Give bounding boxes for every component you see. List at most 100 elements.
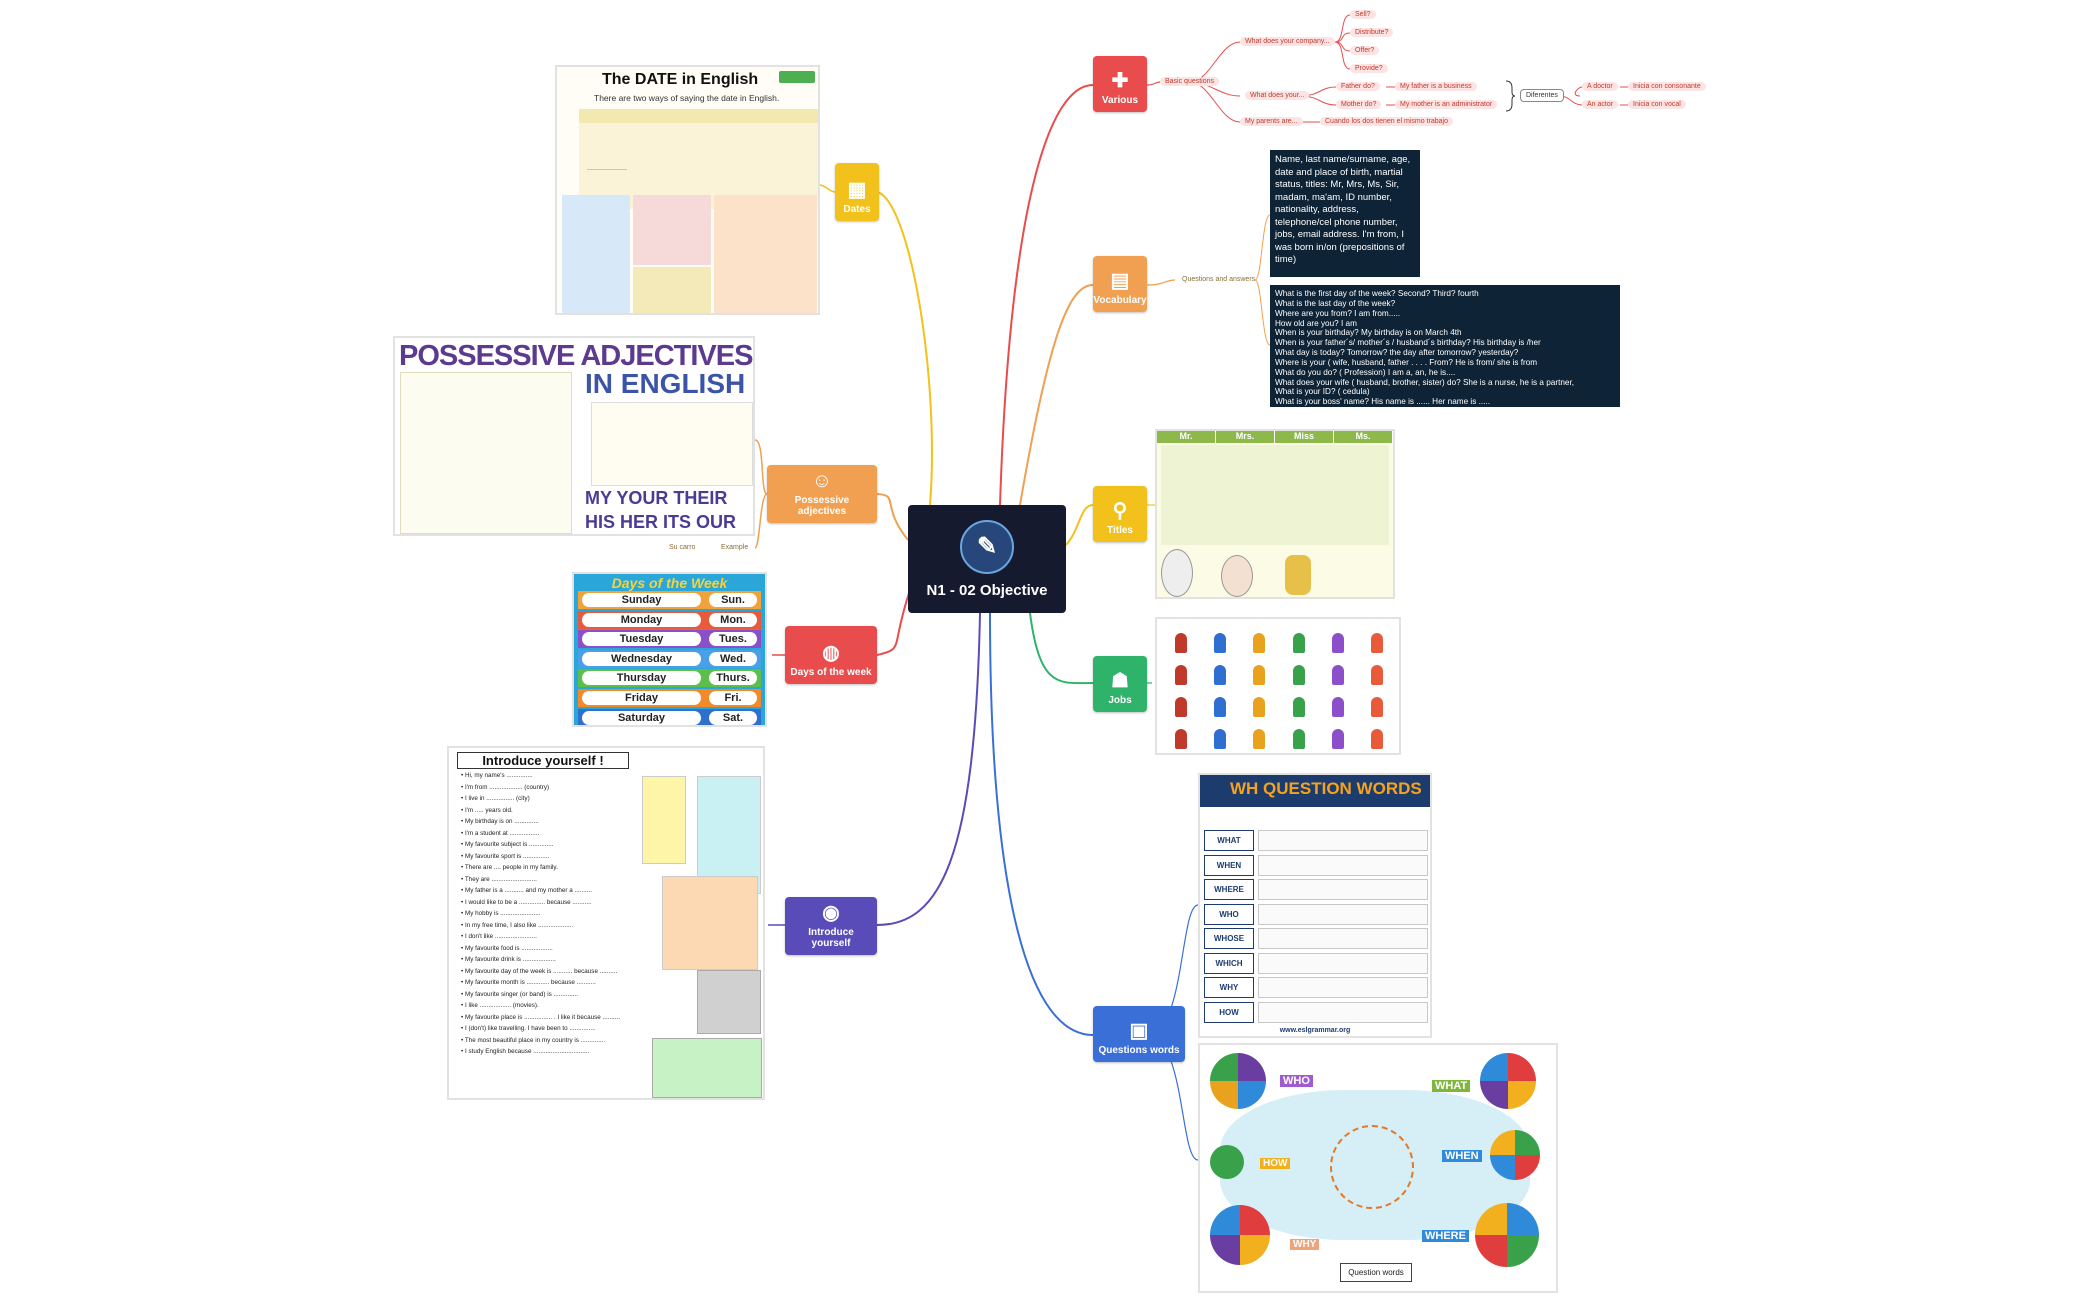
branch-dates[interactable]: ▦ Dates (835, 163, 879, 221)
job-illustration (1163, 657, 1198, 685)
vocabulary-line: Where is your ( wife, husband, father . … (1275, 357, 1538, 367)
job-illustration (1320, 689, 1355, 717)
intro-title: Introduce yourself ! (457, 752, 629, 769)
vocabulary-terms-box[interactable]: Name, last name/surname, age,date and pl… (1270, 150, 1420, 277)
mother-do-tag[interactable]: Mother do? (1336, 100, 1382, 109)
an-actor-tag[interactable]: An actor (1582, 100, 1619, 109)
vocabulary-line: was born in/on (prepositions of (1275, 241, 1405, 253)
differences-summary[interactable]: Diferentes (1520, 89, 1564, 102)
girl-cartoon (1285, 555, 1311, 595)
what-does-your-tag[interactable]: What does your... (1245, 91, 1310, 100)
introduce-yourself-image[interactable]: Introduce yourself ! • Hi, my name's ...… (447, 746, 765, 1100)
worker-icon: ☗ (1111, 670, 1129, 692)
vocabulary-line: Name, last name/surname, age, (1275, 154, 1411, 165)
basic-questions-tag[interactable]: Basic questions (1160, 77, 1220, 86)
person-figure-icon (1331, 697, 1344, 717)
mother-answer-tag[interactable]: My mother is an administrator (1395, 100, 1498, 109)
person-figure-icon (1174, 633, 1187, 653)
su-carro-label[interactable]: Su carro (669, 544, 696, 551)
intro-line: • My favourite food is .................… (461, 944, 553, 952)
vowel-tag[interactable]: Inicia con vocal (1628, 100, 1686, 109)
vocabulary-line: When is your birthday? My birthday is on… (1275, 328, 1462, 338)
intro-line: • My favourite singer (or band) is .....… (461, 990, 578, 998)
job-illustration (1360, 689, 1395, 717)
person-icon: ◉ (822, 902, 840, 924)
father-answer-tag[interactable]: My father is a business (1395, 82, 1477, 91)
a-doctor-tag[interactable]: A doctor (1582, 82, 1618, 91)
intro-line: • My favourite month is ............. be… (461, 979, 596, 986)
wh-row: WHICH (1204, 952, 1428, 974)
job-illustration (1281, 689, 1316, 717)
job-illustration (1242, 625, 1277, 653)
central-topic[interactable]: ✎ N1 - 02 Objective (908, 505, 1066, 613)
intro-line: • The most beautiful place in my country… (461, 1036, 606, 1044)
branch-days-of-the-week[interactable]: ◍ Days of the week (785, 626, 877, 684)
distribute-tag[interactable]: Distribute? (1350, 28, 1394, 37)
dates-image[interactable]: The DATE in English There are two ways o… (555, 65, 820, 315)
company-question-tag[interactable]: What does your company... (1240, 37, 1335, 46)
parents-note-tag[interactable]: Cuando los dos tienen el mismo trabajo (1320, 117, 1453, 126)
branch-possessive-adjectives[interactable]: ☺ Possessive adjectives (767, 465, 877, 523)
question-words-map-image[interactable]: WHO WHAT WHEN HOW WHY WHERE Question wor… (1198, 1043, 1558, 1293)
day-abbreviation: Fri. (709, 690, 757, 705)
wh-word: WHO (1204, 903, 1254, 925)
father-do-tag[interactable]: Father do? (1336, 82, 1380, 91)
branch-vocabulary[interactable]: ▤ Vocabulary (1093, 256, 1147, 312)
wh-word: WHOSE (1204, 928, 1254, 949)
map-center-circle (1330, 1125, 1414, 1209)
branch-jobs[interactable]: ☗ Jobs (1093, 656, 1147, 712)
example-label[interactable]: Example (721, 544, 749, 551)
day-abbreviation: Sun. (709, 593, 757, 607)
day-abbreviation: Tues. (709, 632, 757, 647)
person-figure-icon (1371, 697, 1384, 717)
people-icon: ☺ (811, 470, 833, 492)
person-figure-icon (1174, 729, 1187, 749)
vocabulary-line: How old are you? I am (1275, 318, 1357, 328)
globe-icon: ◍ (822, 642, 840, 664)
wh-word: WHERE (1204, 879, 1254, 900)
job-illustration (1242, 721, 1277, 749)
offer-tag[interactable]: Offer? (1350, 46, 1380, 55)
map-word-where: WHERE (1422, 1230, 1469, 1242)
person-figure-icon (1253, 665, 1266, 685)
who-wheel (1210, 1053, 1266, 1109)
intro-line: • My favourite sport is ............... (461, 852, 550, 860)
vocabulary-line: What is the first day of the week? Secon… (1275, 289, 1479, 298)
wh-description (1258, 854, 1428, 876)
wh-description (1258, 879, 1428, 900)
branch-introduce-yourself[interactable]: ◉ Introduce yourself (785, 897, 877, 955)
consonant-tag[interactable]: Inicia con consonante (1628, 82, 1706, 91)
questions-answers-label[interactable]: Questions and answers (1182, 276, 1256, 283)
wh-description (1258, 928, 1428, 949)
day-name: Sunday (582, 593, 701, 607)
intro-line: • My favourite place is ................… (461, 1013, 620, 1021)
provide-tag[interactable]: Provide? (1350, 64, 1388, 73)
parents-tag[interactable]: My parents are... (1240, 117, 1303, 126)
sell-tag[interactable]: Sell? (1350, 10, 1376, 19)
branch-questions-words[interactable]: ▣ Questions words (1093, 1006, 1185, 1062)
possessive-adjectives-image[interactable]: POSSESSIVE ADJECTIVES IN ENGLISH MY YOUR… (393, 336, 755, 536)
vocabulary-line: What is your boss' name? His name is ...… (1275, 397, 1490, 407)
branch-titles[interactable]: ⚲ Titles (1093, 486, 1147, 542)
branch-label: Various (1101, 95, 1139, 106)
vocabulary-questions-box[interactable]: What is the first day of the week? Secon… (1270, 285, 1620, 407)
dates-years-panel (714, 195, 817, 313)
school-subjects-panel (697, 776, 761, 894)
person-figure-icon (1371, 729, 1384, 749)
branch-various[interactable]: ✚ Various (1093, 56, 1147, 112)
branch-label: Vocabulary (1093, 295, 1147, 306)
job-illustration (1163, 721, 1198, 749)
wh-site: www.eslgrammar.org (1279, 1027, 1351, 1034)
job-illustration (1320, 625, 1355, 653)
vocabulary-line: What is the last day of the week? (1275, 298, 1396, 308)
wh-word: WHAT (1204, 830, 1254, 851)
vocabulary-line: nationality, address, (1275, 204, 1359, 216)
wh-title: WH QUESTION WORDS (1230, 779, 1422, 798)
jobs-image[interactable] (1155, 617, 1401, 755)
